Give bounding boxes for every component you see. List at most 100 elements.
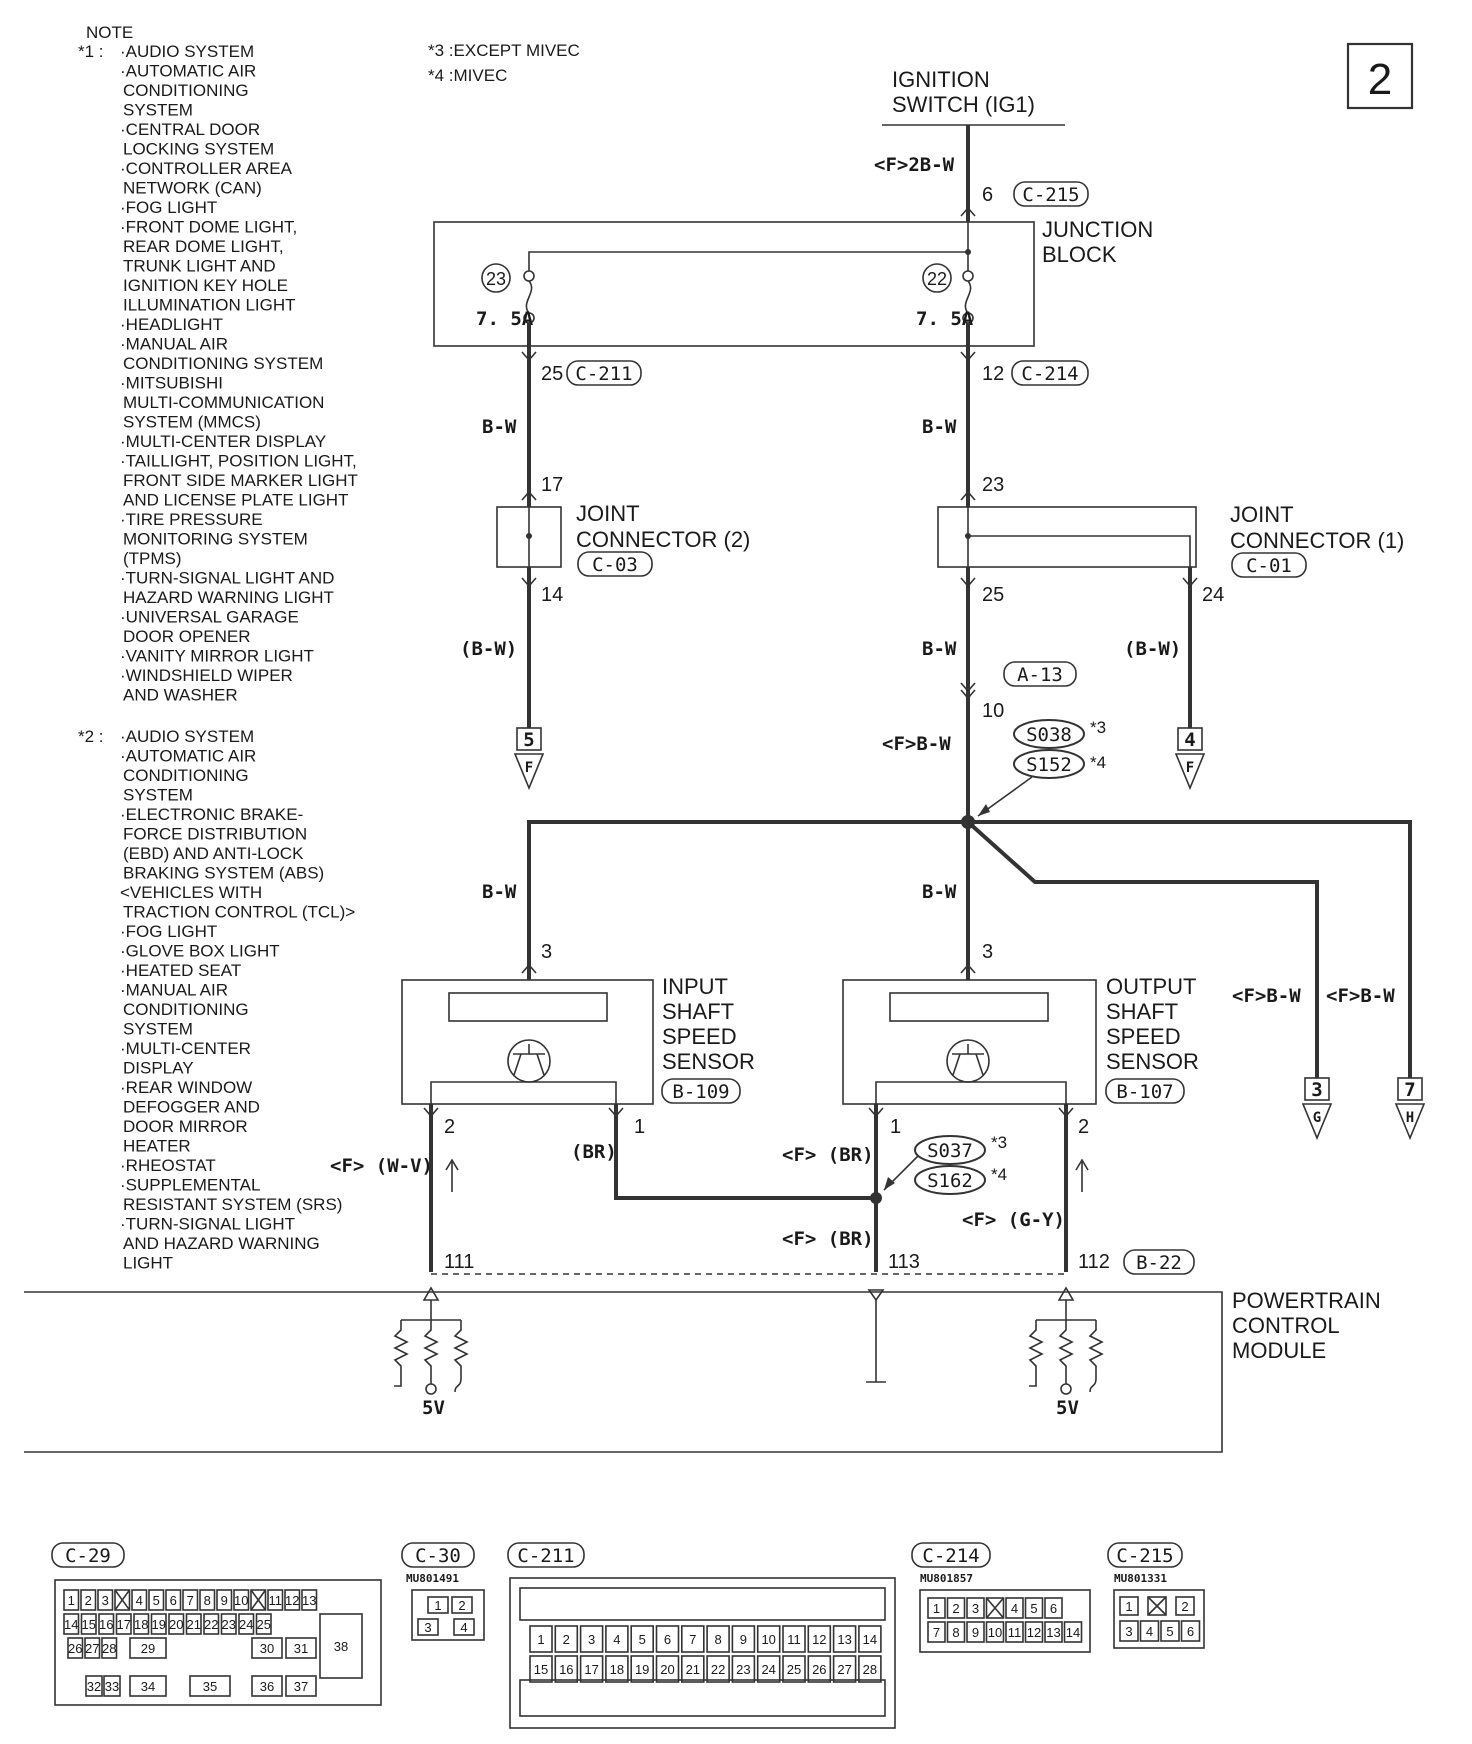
fuse-22-badge [922, 263, 952, 293]
note2-item: CONDITIONING [123, 766, 249, 785]
output-sensor-transistor-lines [952, 1044, 984, 1076]
c214-blank-cavity [985, 1597, 1005, 1619]
c214-pin-label: 7 [933, 1625, 940, 1640]
page-number: 2 [1368, 55, 1392, 104]
c214-pin-label: 8 [952, 1625, 959, 1640]
joint-connector-1-branch [968, 535, 1191, 567]
c215-cavity [1180, 1620, 1201, 1642]
note-heading: NOTE [86, 23, 133, 42]
note1-item: SYSTEM (MMCS) [123, 413, 261, 432]
c29-cavity [98, 1613, 115, 1635]
fuse-22-number: 22 [927, 269, 947, 289]
c211-pin-label: 8 [714, 1632, 721, 1647]
c215-cavity [1119, 1620, 1139, 1642]
output-shaft-speed-sensor [842, 979, 1097, 1105]
note1-item: ·TIRE PRESSURE [120, 510, 263, 529]
connector-view-tag-c215 [1107, 1542, 1183, 1568]
notes-panel: NOTE *1 : ·AUDIO SYSTEM·AUTOMATIC AIRCON… [78, 23, 580, 1273]
note2-item: DOOR MIRROR [123, 1117, 248, 1136]
note2-item: AND HAZARD WARNING [123, 1234, 320, 1253]
splice-s037-star: *3 [991, 1133, 1007, 1152]
c29-pin-label: 3 [102, 1593, 109, 1608]
c29-cavity [251, 1637, 283, 1659]
output-sensor-label-2: SHAFT [1106, 999, 1178, 1024]
c29-cavity [250, 1589, 267, 1611]
c211-cavity [680, 1655, 705, 1683]
c29-cavity [80, 1589, 97, 1611]
note1-item: AND LICENSE PLATE LIGHT [123, 491, 348, 510]
c29-cavity [319, 1613, 363, 1679]
c215-pin-label: 5 [1166, 1624, 1173, 1639]
c29-cavity [129, 1637, 167, 1659]
ref-4-number: 4 [1184, 729, 1195, 751]
pcm-voltage-left: 5V [422, 1397, 445, 1419]
c214-cavity [966, 1621, 985, 1643]
ignition-switch-label-2: SWITCH (IG1) [892, 92, 1035, 117]
c29-pin-label: 14 [64, 1617, 78, 1632]
ref-5-arrow [513, 753, 545, 791]
c29-pin-label: 23 [222, 1617, 236, 1632]
c29-pin-label: 33 [105, 1679, 119, 1694]
connector-view-c29 [54, 1579, 382, 1706]
c211-cavity [680, 1625, 705, 1653]
note2-item: SYSTEM [123, 786, 193, 805]
c29-blank-cavity [250, 1589, 267, 1611]
pin-112: 112 [1078, 1251, 1110, 1273]
ref-4-letter: F [1186, 760, 1194, 776]
ref-7-arrow [1394, 1103, 1426, 1141]
c215-pin-label: 6 [1187, 1624, 1194, 1639]
connector-arrow [521, 963, 537, 974]
input-sensor-leads [430, 1081, 617, 1104]
c211-cavity [807, 1655, 832, 1683]
note2-item: DISPLAY [123, 1059, 194, 1078]
splice-node-ground [870, 1192, 882, 1204]
note2-item: ·GLOVE BOX LIGHT [120, 942, 280, 961]
c215-cavity [1119, 1596, 1139, 1616]
pin-25: 25 [541, 363, 563, 385]
splice-s152-star: *4 [1090, 753, 1106, 772]
c211-pin-label: 22 [711, 1662, 725, 1677]
pin-24: 24 [1202, 584, 1224, 606]
note2-item: CONDITIONING [123, 1000, 249, 1019]
c29-blank-cavity [114, 1589, 131, 1611]
note2-item: DEFOGGER AND [123, 1098, 260, 1117]
c215-pin-label: 2 [1181, 1599, 1188, 1614]
c30-pin-label: 4 [460, 1620, 467, 1635]
c29-pin-label: 12 [285, 1593, 299, 1608]
ref-5-letter: F [525, 760, 533, 776]
c29-pin-label: 2 [85, 1593, 92, 1608]
c29-cavity [220, 1613, 237, 1635]
c215-cavity [1139, 1620, 1160, 1642]
c29-pin-label: 29 [141, 1641, 155, 1656]
ref-7-box [1397, 1077, 1423, 1101]
c29-pin-label: 8 [204, 1593, 211, 1608]
note2-item: ·FOG LIGHT [120, 922, 217, 941]
connector-arrow [960, 963, 976, 974]
note2-item: ·HEATED SEAT [120, 961, 241, 980]
c211-cavity [706, 1655, 730, 1683]
output-sensor-element [889, 992, 1049, 1022]
fuse-23-terminal [523, 270, 535, 282]
c215-cavity [1160, 1620, 1180, 1642]
connector-c211-lower-shell [519, 1679, 886, 1717]
wire-label-f-gy: <F> (G-Y) [962, 1209, 1065, 1231]
ref-3-number: 3 [1311, 1079, 1322, 1101]
c29-cavity [103, 1675, 121, 1697]
connector-tag-c214 [1011, 360, 1089, 386]
note2-item: LIGHT [123, 1254, 173, 1273]
ref-4-box [1177, 727, 1203, 751]
note1-item: LOCKING SYSTEM [123, 140, 274, 159]
c29-pin-label: 30 [260, 1641, 274, 1656]
fuse-23-element [525, 280, 533, 314]
c29-pin-label: 28 [102, 1641, 116, 1656]
c29-cavity [203, 1613, 220, 1635]
note2-item: ·MANUAL AIR [120, 981, 228, 1000]
note2-item: ·MULTI-CENTER [120, 1039, 251, 1058]
c30-cavity [427, 1596, 449, 1614]
note1-list: ·AUDIO SYSTEM·AUTOMATIC AIRCONDITIONINGS… [120, 42, 358, 705]
wire-label-br: (BR) [571, 1141, 617, 1163]
connector-view-tag-c29 [51, 1542, 125, 1568]
c211-cavity [630, 1625, 655, 1653]
